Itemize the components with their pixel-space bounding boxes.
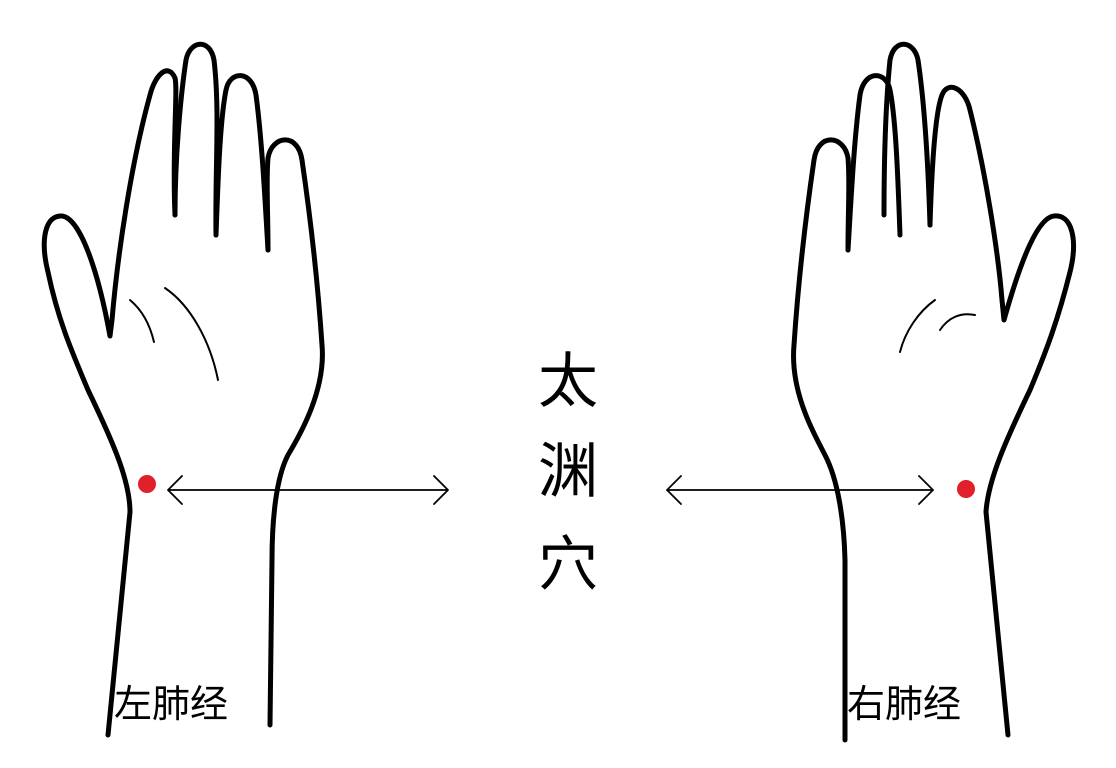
right-hand-palm-crease-1 — [899, 299, 936, 353]
left-hand-palm-crease-1 — [129, 299, 155, 343]
title-char-1: 太 — [538, 347, 598, 417]
left-hand-palm-crease-2 — [164, 287, 219, 381]
left-hand: 左肺经 — [41, 41, 449, 738]
right-hand-palm-crease-2 — [939, 313, 976, 331]
left-hand-middle-finger-outline — [172, 41, 220, 238]
right-hand-ring-finger-outline — [845, 73, 903, 253]
left-meridian-label: 左肺经 — [114, 682, 228, 726]
title-char-2: 渊 — [538, 437, 598, 507]
right-hand: 右肺经 — [666, 41, 1076, 743]
left-taiyuan-acupoint — [138, 475, 156, 493]
title-char-3: 穴 — [538, 530, 598, 600]
left-hand-thumb-side-outline — [41, 68, 179, 738]
right-double-arrow — [666, 475, 934, 505]
right-taiyuan-acupoint — [957, 480, 975, 498]
left-hand-pinky-side-outline — [264, 137, 325, 728]
right-hand-thumb-side-outline — [927, 84, 1076, 738]
right-hand-middle-finger-outline — [881, 41, 933, 228]
right-meridian-label: 右肺经 — [847, 682, 961, 726]
acupoint-title: 太 渊 穴 — [538, 347, 598, 600]
left-double-arrow — [167, 475, 449, 505]
right-hand-pinky-side-outline — [791, 137, 852, 743]
left-hand-ring-finger-outline — [213, 73, 271, 253]
